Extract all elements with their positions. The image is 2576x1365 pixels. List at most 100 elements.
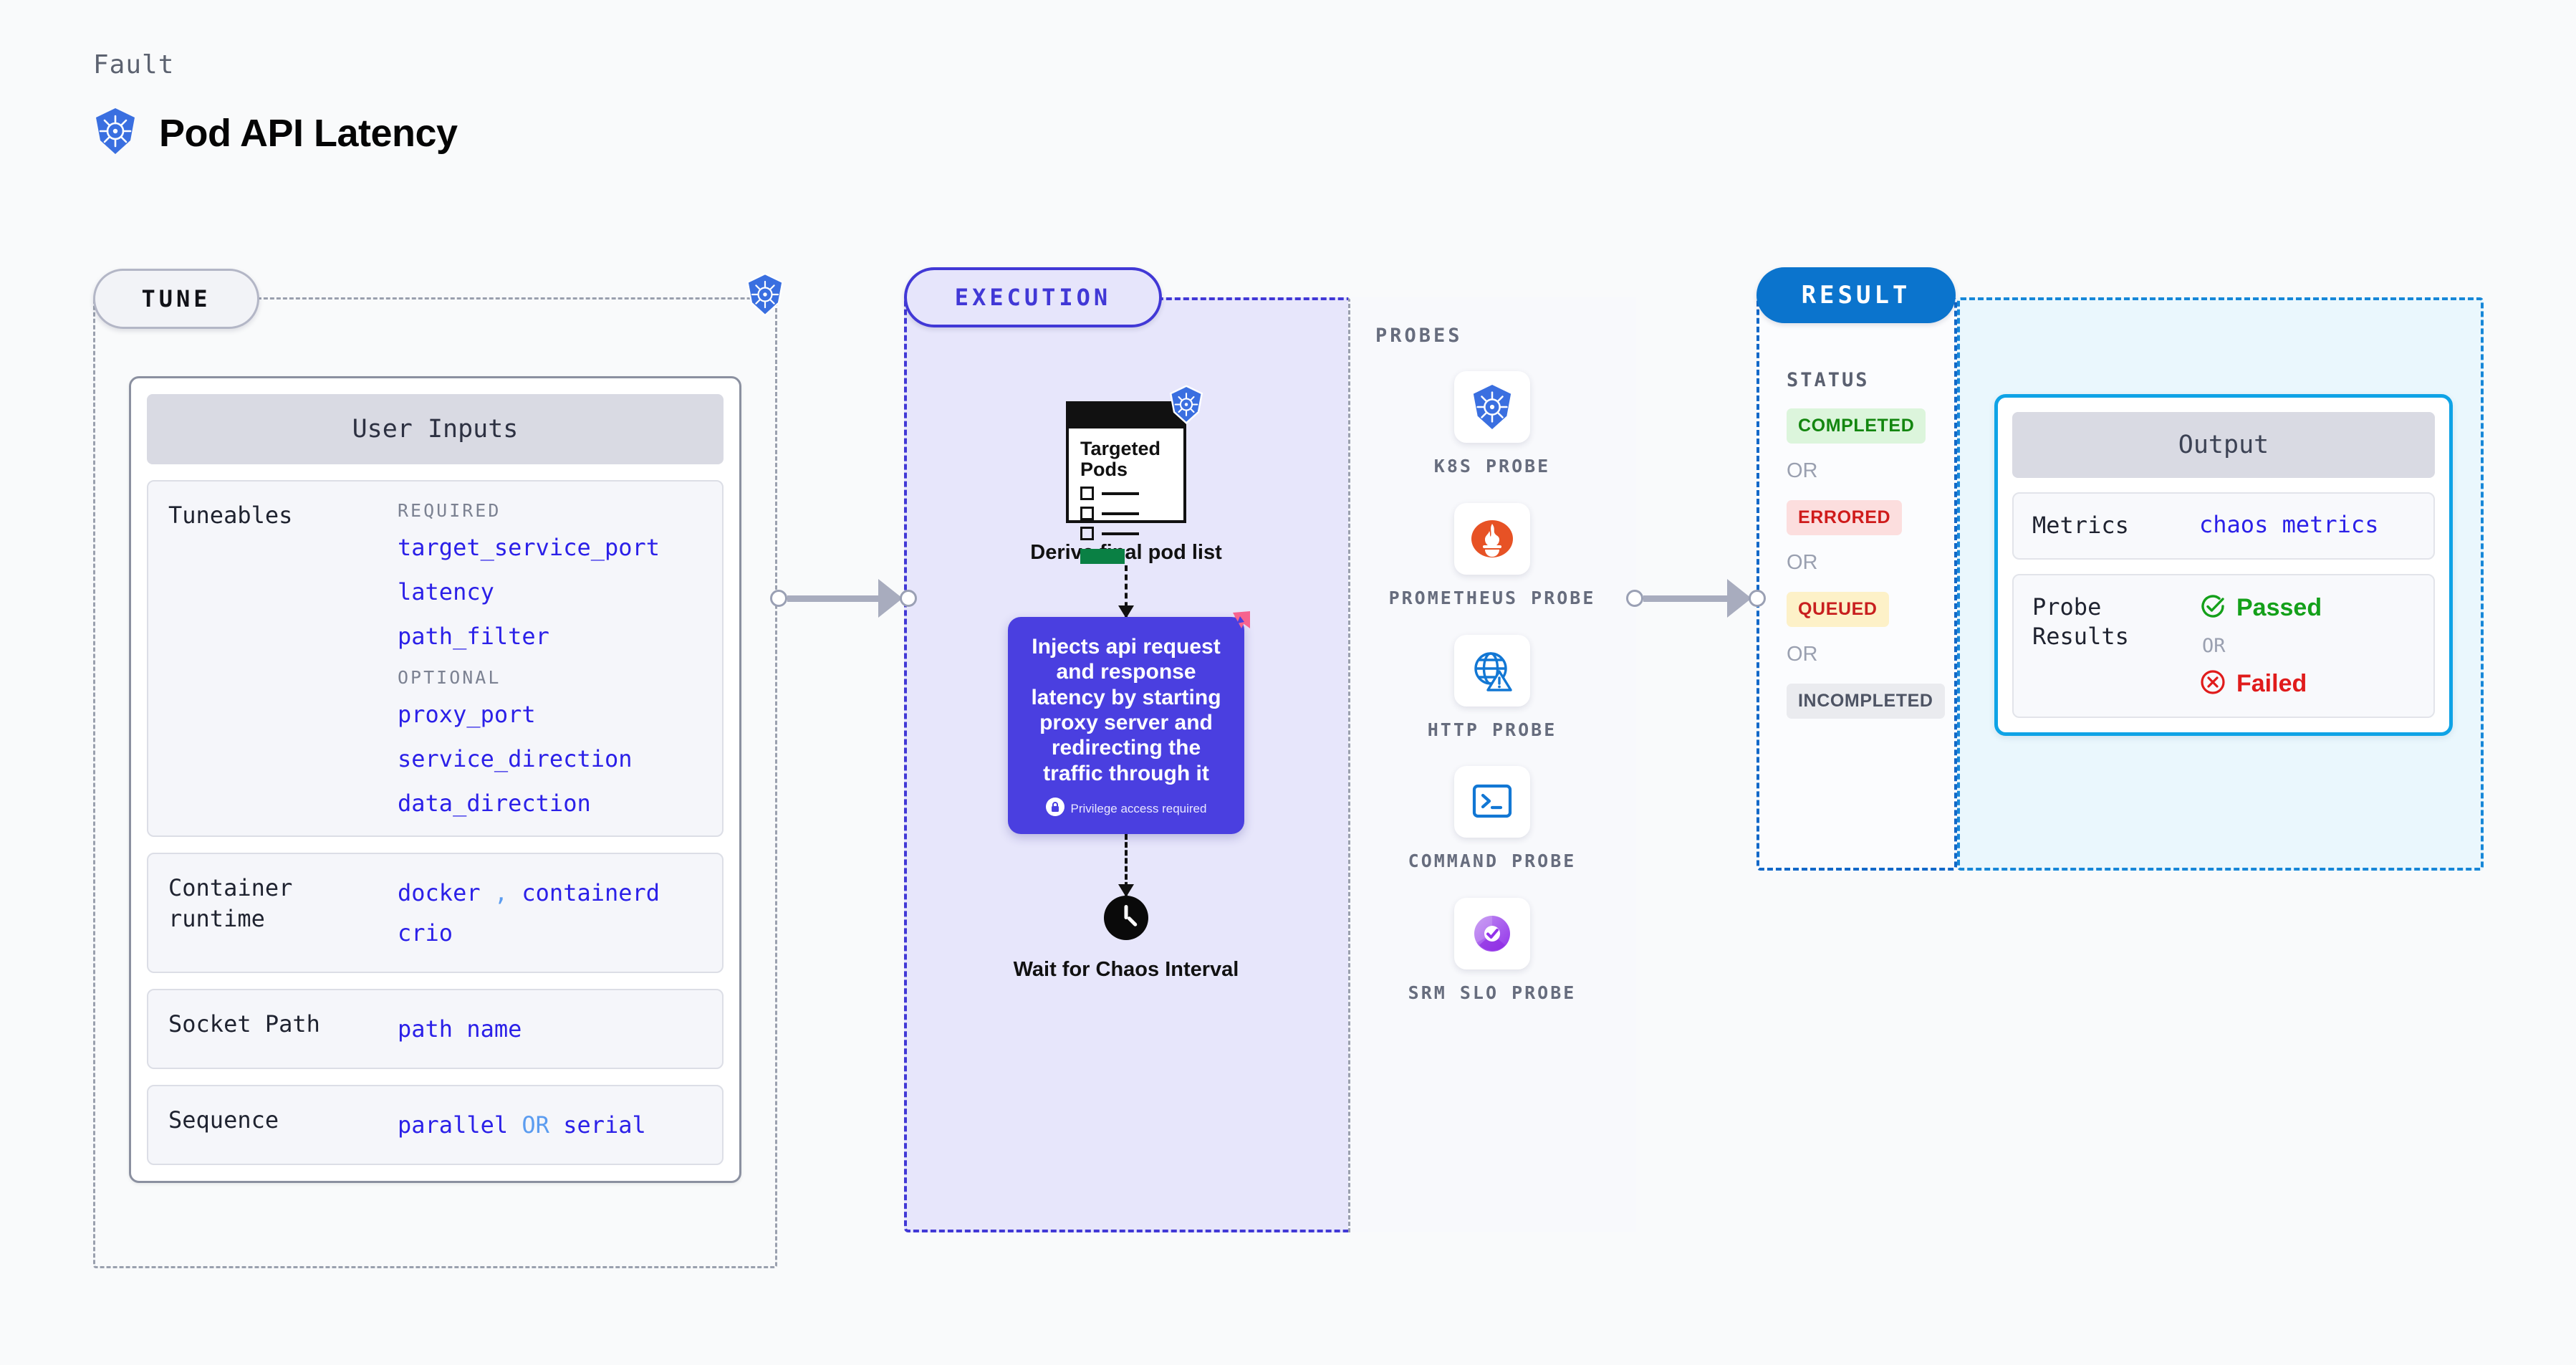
connector-line (1643, 595, 1727, 602)
derive-pod-list-caption: Derive final pod list (1030, 541, 1222, 564)
socket-path-label: Socket Path (168, 1010, 320, 1038)
probe-item-http[interactable]: HTTP PROBE (1348, 634, 1636, 742)
placeholder-line (1102, 532, 1139, 535)
probes-panel: PROBES K8S PROBE (1348, 297, 1636, 1232)
fault-eyebrow: Fault (93, 50, 175, 80)
probe-results-row: Probe Results Passed OR (2012, 573, 2435, 718)
or-separator: OR (1787, 551, 1818, 574)
required-label: REQUIRED (398, 500, 501, 521)
optional-label: OPTIONAL (398, 667, 501, 688)
metrics-label: Metrics (2032, 512, 2129, 539)
tuneable-proxy-port[interactable]: proxy_port (398, 701, 536, 728)
kubernetes-icon (745, 272, 785, 320)
runtime-crio[interactable]: crio (398, 919, 453, 947)
metrics-row: Metrics chaos metrics (2012, 492, 2435, 560)
page-header: Fault Pod API Latency (93, 50, 458, 159)
progress-bar (1080, 549, 1125, 565)
probe-item-k8s[interactable]: K8S PROBE (1348, 371, 1636, 479)
or-separator: OR (2202, 634, 2226, 657)
kubernetes-icon (93, 107, 138, 159)
terminal-icon (1454, 766, 1530, 838)
privilege-label: Privilege access required (1070, 801, 1207, 815)
metrics-value[interactable]: chaos metrics (2199, 511, 2379, 538)
socket-path-row: Socket Path path name (147, 989, 724, 1069)
card-titlebar (1069, 404, 1183, 428)
probe-label: K8S PROBE (1433, 456, 1551, 476)
tuneable-target-service-port[interactable]: target_service_port (398, 534, 660, 561)
targeted-pods-title: Targeted Pods (1080, 438, 1161, 481)
inject-latency-card: Injects api request and response latency… (1008, 610, 1250, 835)
connector-line (787, 595, 878, 602)
clock-icon (1104, 896, 1148, 941)
connector-arrowhead (1727, 579, 1751, 618)
or-separator: OR (1787, 459, 1818, 482)
tuneable-data-direction[interactable]: data_direction (398, 790, 591, 817)
runtime-containerd[interactable]: containerd (522, 879, 660, 906)
title-row: Pod API Latency (93, 107, 458, 159)
container-runtime-row: Container runtime docker , containerd cr… (147, 853, 724, 973)
checkbox-icon (1080, 527, 1094, 541)
litmus-chaos-icon (1219, 607, 1254, 646)
tune-stage-badge[interactable]: TUNE (93, 269, 259, 329)
result-stage-badge[interactable]: RESULT (1756, 267, 1956, 323)
probe-label: SRM SLO PROBE (1408, 982, 1577, 1003)
tune-stage-container (93, 297, 777, 1268)
kubernetes-icon (1168, 385, 1204, 428)
check-circle-icon (2199, 593, 2226, 623)
pod-list-item (1080, 507, 1172, 521)
output-card: Output Metrics chaos metrics Probe Resul… (1994, 394, 2453, 736)
checkbox-icon (1080, 487, 1094, 501)
tuneables-row: Tuneables REQUIRED target_service_port l… (147, 480, 724, 837)
sequence-values: parallel OR serial (398, 1105, 702, 1145)
srm-slo-icon (1454, 898, 1530, 969)
status-badge-queued: QUEUED (1787, 592, 1889, 627)
sequence-or: OR (522, 1111, 549, 1139)
status-badge-incompleted: INCOMPLETED (1787, 684, 1945, 719)
connector-end-dot (1749, 590, 1766, 607)
failed-label: Failed (2236, 669, 2307, 697)
probe-item-prometheus[interactable]: PROMETHEUS PROBE (1348, 502, 1636, 610)
kubernetes-icon (1454, 371, 1530, 443)
targeted-pods-card: Targeted Pods (1066, 385, 1203, 565)
pod-list-item (1080, 487, 1172, 501)
status-badge-errored: ERRORED (1787, 500, 1903, 535)
flow-arrow-down (1118, 834, 1134, 898)
output-title: Output (2012, 412, 2435, 478)
probe-results-label: Probe Results (2032, 593, 2129, 651)
result-panel: STATUS COMPLETED OR ERRORED OR QUEUED OR… (1756, 297, 1957, 719)
container-runtime-label: Container runtime (168, 874, 293, 933)
passed-label: Passed (2236, 593, 2322, 621)
sequence-row: Sequence parallel OR serial (147, 1085, 724, 1165)
probes-label: PROBES (1375, 325, 1463, 347)
probe-item-srm-slo[interactable]: SRM SLO PROBE (1348, 898, 1636, 1005)
sequence-label: Sequence (168, 1106, 279, 1134)
probe-item-command[interactable]: COMMAND PROBE (1348, 766, 1636, 873)
status-label: STATUS (1787, 369, 1870, 391)
sequence-serial[interactable]: serial (563, 1111, 646, 1139)
execution-flow-column: Targeted Pods (904, 297, 1348, 1232)
connector-start-dot (770, 590, 787, 607)
connector-start-dot (1626, 590, 1643, 607)
tuneable-service-direction[interactable]: service_direction (398, 745, 633, 772)
tuneables-label: Tuneables (168, 502, 293, 529)
lock-icon (1045, 798, 1064, 820)
socket-path-value[interactable]: path name (398, 1015, 522, 1043)
container-runtime-values-line1: docker , containerd (398, 873, 702, 913)
prometheus-icon (1454, 502, 1530, 575)
result-stage-container (1756, 297, 1957, 871)
execution-stage-badge[interactable]: EXECUTION (904, 267, 1162, 327)
tuneable-path-filter[interactable]: path_filter (398, 623, 549, 650)
privilege-note: Privilege access required (1021, 798, 1231, 820)
user-inputs-card: User Inputs Tuneables REQUIRED target_se… (129, 376, 741, 1183)
status-badge-completed: COMPLETED (1787, 408, 1926, 444)
probe-result-passed: Passed (2199, 593, 2415, 623)
page-title: Pod API Latency (159, 111, 458, 155)
placeholder-line (1102, 512, 1139, 515)
runtime-docker[interactable]: docker (398, 879, 481, 906)
probe-label: COMMAND PROBE (1408, 851, 1577, 872)
pod-list-item (1080, 527, 1172, 541)
probe-label: PROMETHEUS PROBE (1388, 587, 1596, 608)
probes-subpanel-container (1348, 297, 1636, 1232)
sequence-parallel[interactable]: parallel (398, 1111, 509, 1139)
tuneable-latency[interactable]: latency (398, 578, 494, 605)
